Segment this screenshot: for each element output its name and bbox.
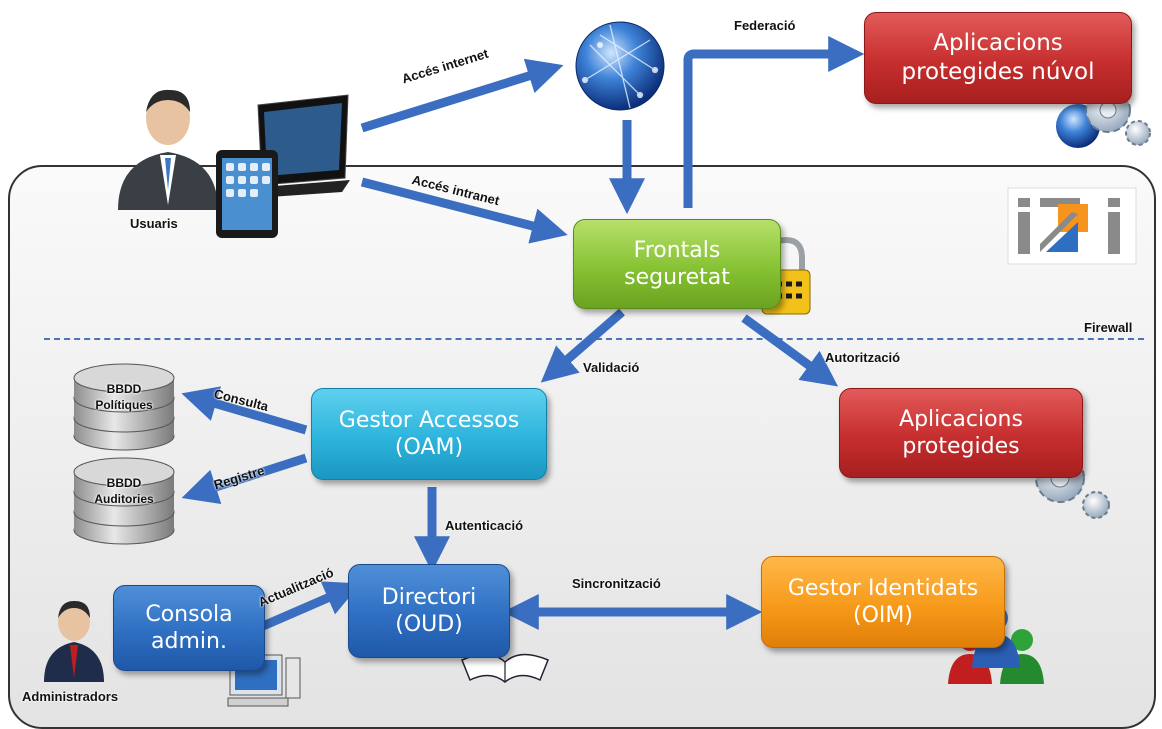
gestor-identitats-box: Gestor Identidats (OIM) [761,556,1005,648]
apps-protegides-box: Aplicacions protegides [839,388,1083,478]
frontals-box: Frontals seguretat [573,219,781,309]
label-federacio: Federació [734,18,796,33]
arrow-validacio [540,308,625,383]
label-administradors: Administradors [22,689,119,704]
gestor-accessos-box: Gestor Accessos (OAM) [311,388,547,480]
tablet-icon [216,150,278,238]
logo-icon [1007,187,1137,265]
laptop-icon [250,94,350,198]
arrow-actualitzacio [261,581,361,631]
arrow-consulta [181,386,308,435]
label-usuaris: Usuaris [130,216,178,231]
label-firewall: Firewall [1084,320,1133,335]
label-autoritzacio: Autorització [825,350,901,365]
cloud-apps-box: Aplicacions protegides núvol [864,12,1132,104]
label-sincronitzacio: Sincronització [572,576,661,591]
directori-box: Directori (OUD) [348,564,510,658]
consola-box: Consola admin. [113,585,265,671]
arrow-registre [181,453,308,505]
arrow-acces-intranet [360,177,568,244]
book-icon [461,653,549,683]
label-autenticacio: Autenticació [445,518,524,533]
user-icon [118,89,218,210]
db-politiques-label: BBDD Polítiques [95,382,153,412]
label-validacio: Validació [583,360,640,375]
globe-icon [575,21,665,111]
arrow-federacio [683,36,865,208]
arrow-acces-internet [360,58,564,133]
database-icon [73,363,175,545]
admin-user-icon [44,600,104,682]
arrow-autoritzacio [741,314,839,387]
db-auditories-label: BBDD Auditories [94,476,154,506]
